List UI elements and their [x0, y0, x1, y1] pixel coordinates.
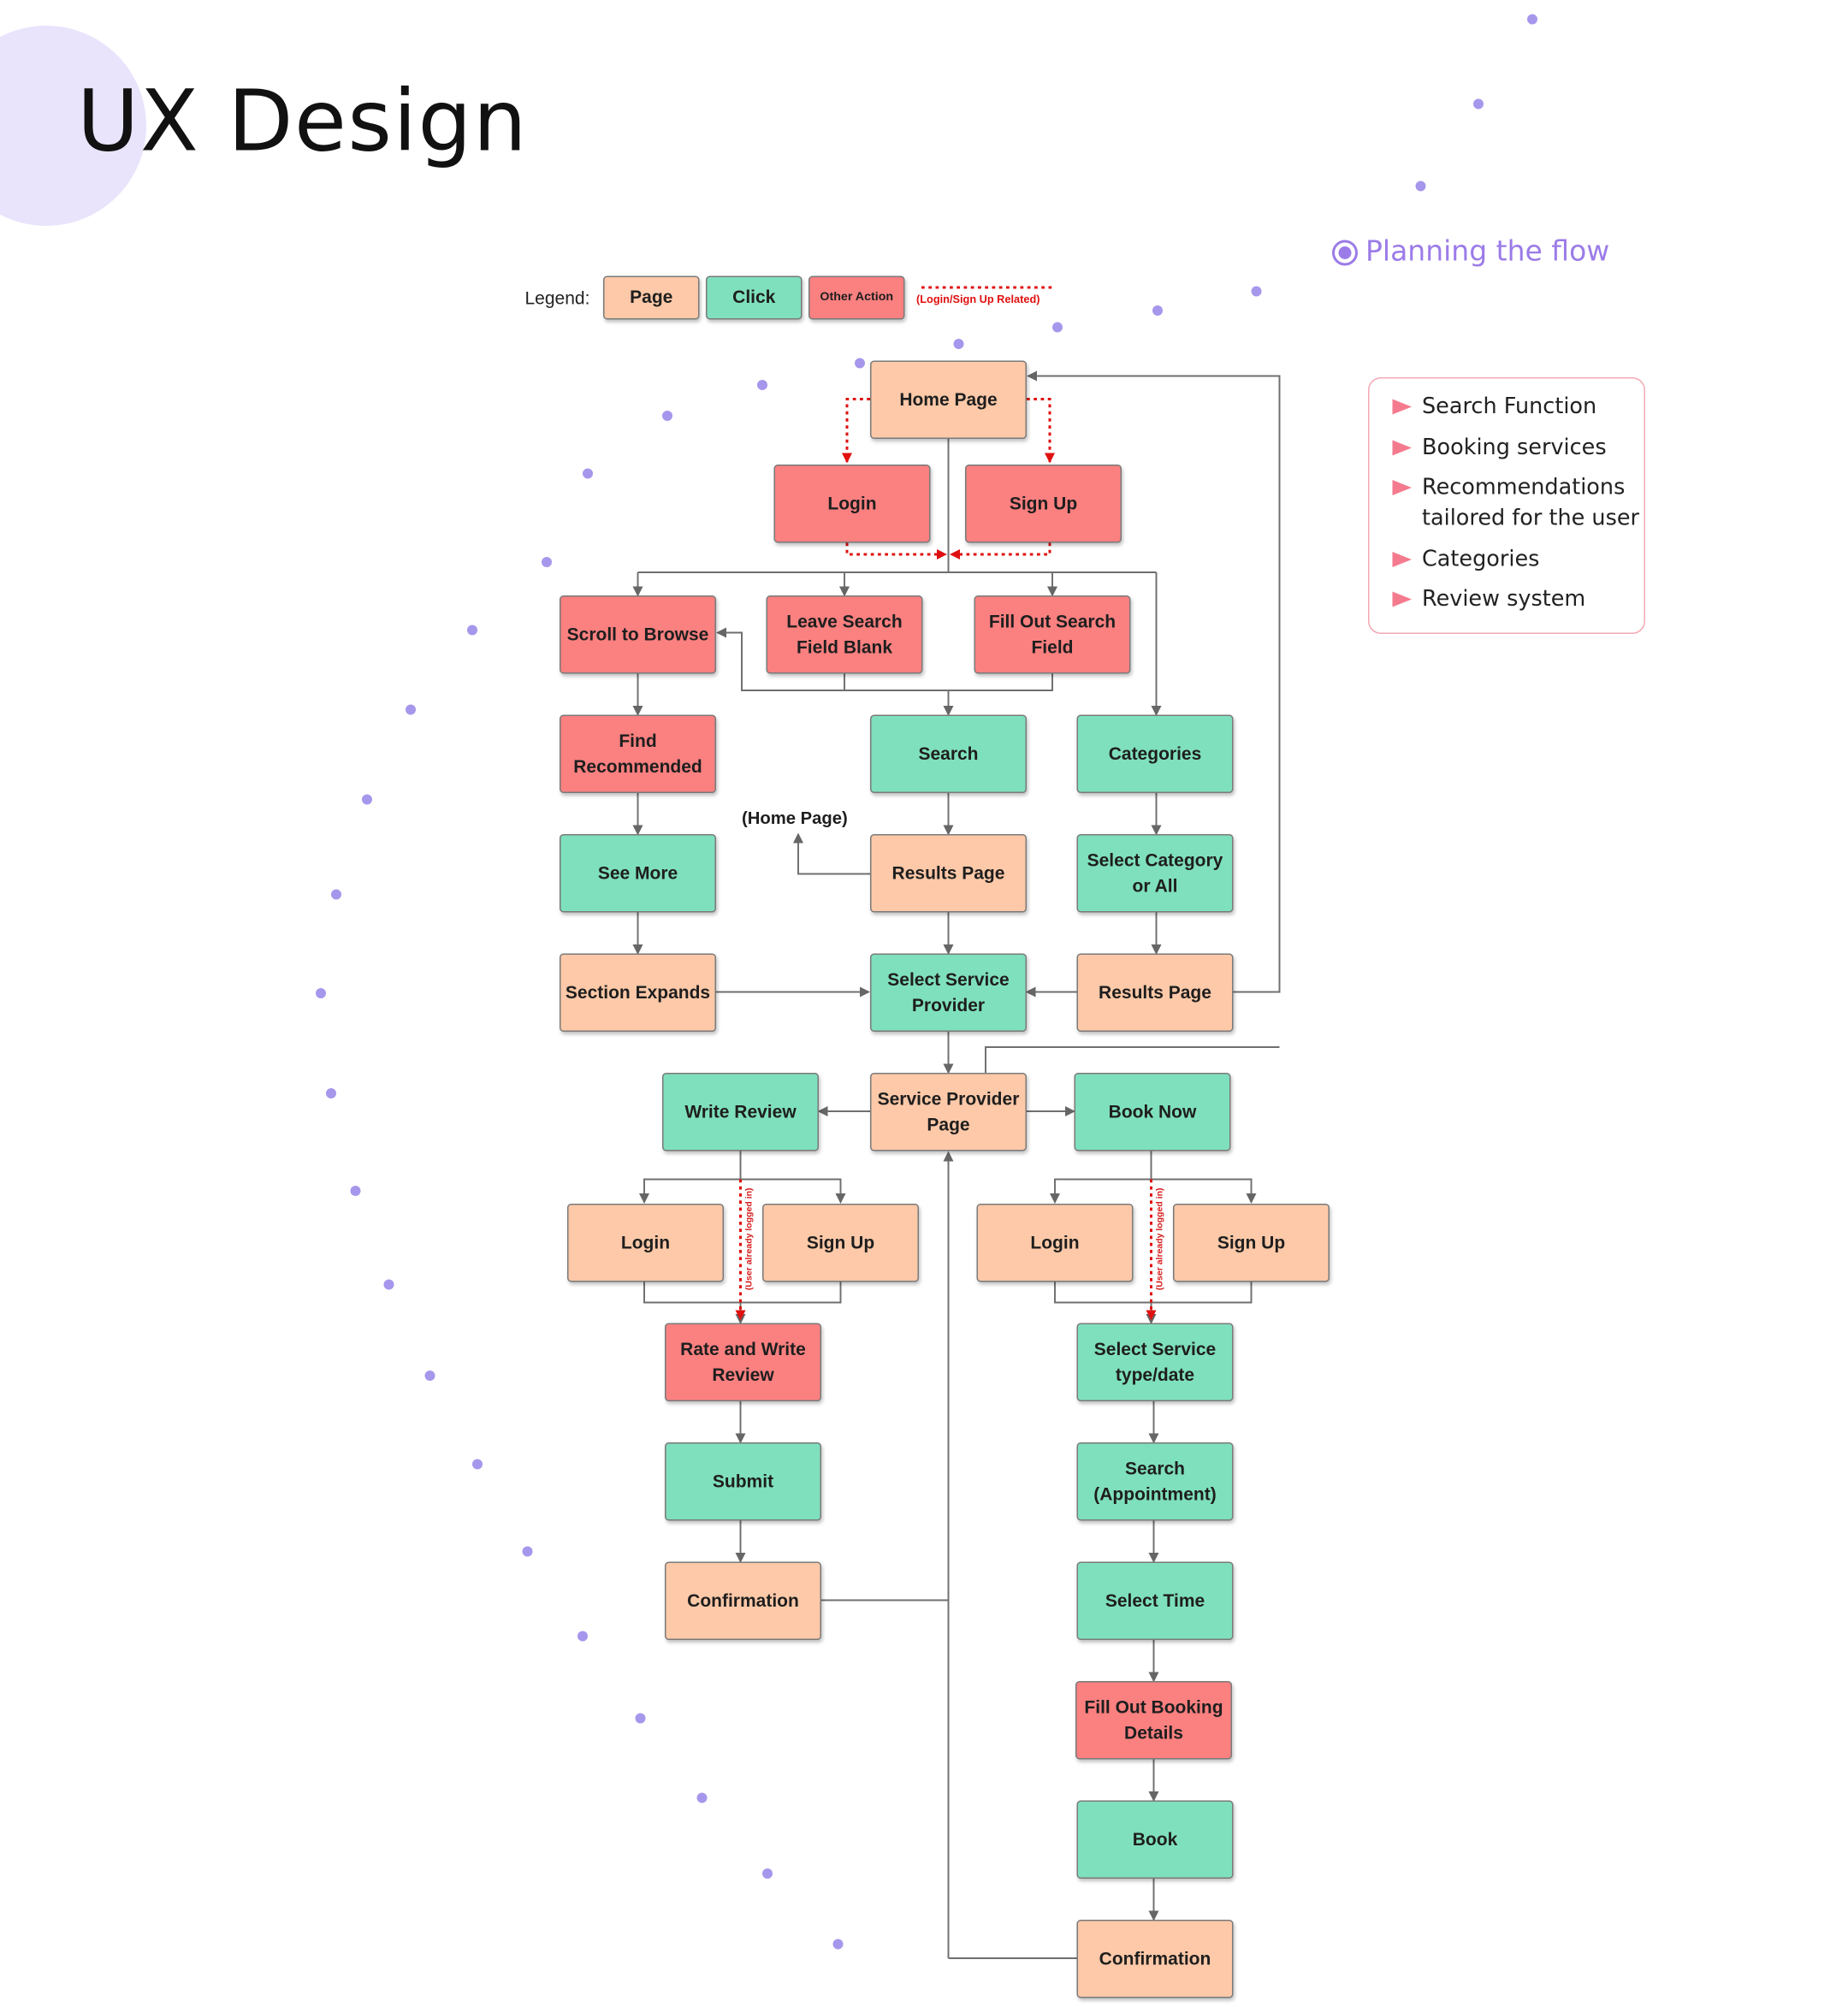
decorative-dot	[696, 1792, 708, 1803]
login-related-connector	[1027, 398, 1055, 464]
decorative-dot	[383, 1279, 394, 1290]
subtitle-text: Planning the flow	[1365, 236, 1610, 269]
node-categories: Categories	[1076, 714, 1234, 793]
decorative-dot	[1527, 14, 1537, 25]
features-box: Search Function Booking services Recomme…	[1368, 377, 1645, 634]
node-write-review: Write Review	[662, 1073, 819, 1152]
connector	[844, 673, 1053, 691]
node-fill-out-search: Fill Out Search Field	[974, 595, 1131, 674]
decorative-dot	[316, 988, 326, 998]
decorative-dot	[362, 794, 372, 805]
decorative-dot	[635, 1713, 646, 1724]
node-signup-top: Sign Up	[965, 465, 1122, 543]
connector	[639, 1151, 742, 1204]
node-select-service-provider: Select Service Provider	[870, 953, 1027, 1032]
legend-page: Page	[603, 275, 700, 320]
node-book: Book	[1076, 1800, 1234, 1879]
arrow-icon	[1392, 399, 1412, 415]
login-related-connector	[845, 542, 947, 559]
node-login-right: Login	[976, 1204, 1134, 1282]
connector	[1151, 1178, 1257, 1204]
connector	[740, 1178, 846, 1204]
decorative-dot	[326, 1088, 336, 1098]
node-see-more: See More	[560, 834, 716, 913]
feature-item: Recommendations tailored for the user	[1392, 472, 1644, 534]
connector	[643, 1282, 842, 1304]
node-signup-right: Sign Up	[1173, 1204, 1330, 1282]
connector	[1054, 1282, 1253, 1304]
connector	[716, 627, 845, 691]
legend-label: Legend:	[524, 287, 590, 308]
arrow-icon	[1392, 439, 1412, 455]
decorative-dot	[406, 704, 416, 715]
login-related-connector	[950, 542, 1051, 559]
node-fill-out-booking: Fill Out Booking Details	[1075, 1681, 1232, 1760]
decorative-dot	[1052, 322, 1063, 333]
home-page-reference: (Home Page)	[742, 808, 848, 828]
decorative-dot	[757, 380, 767, 390]
node-search: Search	[870, 714, 1027, 793]
node-results-page-mid: Results Page	[870, 834, 1027, 913]
subtitle: Planning the flow	[1332, 236, 1609, 269]
decorative-dot	[832, 1939, 844, 1950]
feature-item: Booking services	[1392, 432, 1644, 463]
decorative-dot	[331, 889, 341, 900]
decorative-dot	[522, 1546, 533, 1557]
node-search-appointment: Search (Appointment)	[1076, 1442, 1234, 1521]
decorative-dot	[424, 1371, 435, 1381]
decorative-dot	[472, 1459, 483, 1470]
decorative-dot	[578, 1631, 588, 1642]
node-login-top: Login	[773, 465, 931, 543]
node-confirmation-left: Confirmation	[665, 1561, 821, 1640]
node-login-left: Login	[567, 1204, 724, 1282]
node-select-time: Select Time	[1076, 1561, 1234, 1640]
node-book-now: Book Now	[1074, 1073, 1231, 1152]
arrow-icon	[1392, 591, 1412, 607]
page-title: UX Design	[77, 72, 529, 171]
node-find-recommended: Find Recommended	[560, 714, 716, 793]
node-scroll-to-browse: Scroll to Browse	[560, 595, 716, 674]
decorative-dot	[350, 1186, 361, 1196]
decorative-dot	[953, 339, 964, 349]
legend-login-signup-related: (Login/Sign Up Related)	[916, 293, 1040, 305]
node-home-page: Home Page	[870, 360, 1027, 439]
decorative-dot	[1415, 181, 1426, 192]
decorative-dot	[855, 358, 865, 369]
node-select-service-type: Select Service type/date	[1076, 1323, 1234, 1401]
feature-item: Categories	[1392, 543, 1644, 574]
arrow-icon	[1392, 551, 1412, 567]
feature-item: Search Function	[1392, 392, 1644, 423]
node-section-expands: Section Expands	[560, 953, 716, 1032]
decorative-dot	[467, 625, 477, 636]
connector	[1050, 1151, 1152, 1204]
node-rate-write-review: Rate and Write Review	[665, 1323, 821, 1401]
node-submit: Submit	[665, 1442, 821, 1521]
node-signup-left: Sign Up	[762, 1204, 919, 1282]
legend-other-action: Other Action	[808, 275, 905, 320]
decorative-dot	[1473, 98, 1484, 110]
logged-in-note-left: (User already logged in)	[744, 1187, 755, 1291]
decorative-dot	[1152, 305, 1163, 316]
node-confirmation-right: Confirmation	[1076, 1920, 1234, 1998]
connector	[1027, 370, 1281, 993]
connector	[793, 832, 870, 875]
decorative-dot	[1251, 286, 1262, 297]
connector	[985, 1046, 1280, 1073]
node-select-category: Select Category or All	[1076, 834, 1234, 913]
decorative-dot	[662, 411, 672, 421]
decorative-dot	[583, 468, 593, 479]
logged-in-note-right: (User already logged in)	[1155, 1187, 1165, 1291]
legend-click: Click	[706, 275, 803, 320]
login-related-connector	[842, 398, 870, 464]
node-service-provider-page: Service Provider Page	[870, 1073, 1027, 1152]
node-results-page-right: Results Page	[1076, 953, 1234, 1032]
arrow-icon	[1392, 480, 1412, 495]
target-icon	[1332, 239, 1358, 265]
node-leave-search-blank: Leave Search Field Blank	[766, 595, 923, 674]
decorative-dot	[542, 557, 552, 567]
feature-item: Review system	[1392, 584, 1644, 615]
decorative-dot	[762, 1868, 773, 1879]
